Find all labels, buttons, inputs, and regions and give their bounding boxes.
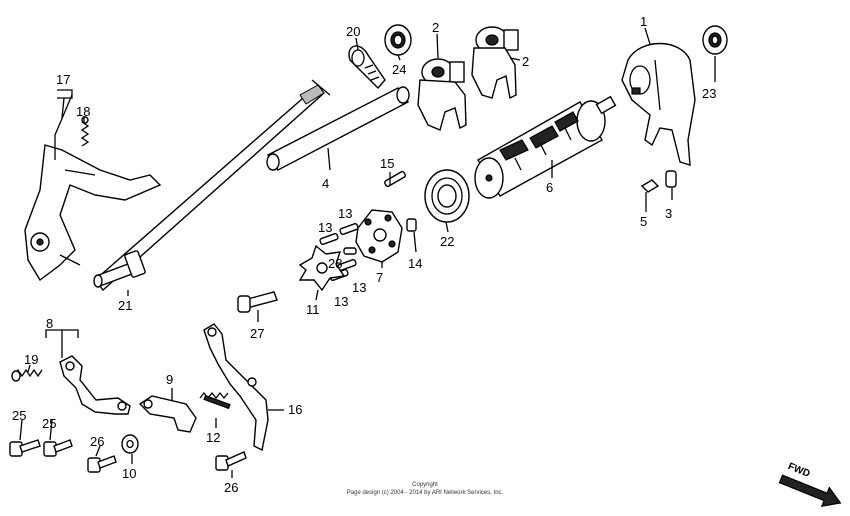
part-3-pin: [665, 170, 677, 188]
callout-22: 22: [440, 234, 454, 249]
callout-18: 18: [76, 104, 90, 119]
part-11-star-plate: [298, 244, 346, 292]
callout-7: 7: [376, 270, 383, 285]
callout-24: 24: [392, 62, 406, 77]
callout-10: 10: [122, 466, 136, 481]
part-6-shift-drum: [474, 95, 617, 199]
part-10-washer: [121, 434, 139, 454]
copyright-line-1: Copyright: [412, 482, 438, 488]
callout-26a: 26: [90, 434, 104, 449]
part-20-stopper: [348, 45, 386, 90]
callout-14: 14: [408, 256, 422, 271]
part-18-spring: [80, 116, 90, 147]
fwd-arrow-icon: [778, 474, 842, 507]
part-4-fork-shaft: [266, 86, 410, 171]
callout-2a: 2: [432, 20, 439, 35]
part-17-shift-spindle: [24, 79, 331, 292]
callout-2b: 2: [522, 54, 529, 69]
part-22-bearing: [424, 169, 470, 223]
callout-3: 3: [665, 206, 672, 221]
callout-28: 28: [328, 256, 342, 271]
copyright-notice: Copyright Page design (c) 2004 - 2014 by…: [347, 482, 504, 496]
callout-23: 23: [702, 86, 716, 101]
callout-1: 1: [640, 14, 647, 29]
callout-12: 12: [206, 430, 220, 445]
callout-21: 21: [118, 298, 132, 313]
part-16-shift-plate: [203, 323, 269, 452]
part-27-bolt: [237, 291, 278, 313]
callout-27: 27: [250, 326, 264, 341]
callout-19: 19: [24, 352, 38, 367]
part-14-pin: [406, 218, 417, 232]
part-23-bearing: [702, 25, 728, 55]
part-2-shift-fork-right: [471, 26, 519, 100]
callout-26b: 26: [224, 480, 238, 495]
part-5-clip: [640, 179, 660, 193]
part-1-shift-fork-large: [621, 42, 696, 166]
callout-20: 20: [346, 24, 360, 39]
part-2-shift-fork-left: [417, 58, 467, 131]
part-25-bolts: [9, 439, 73, 457]
copyright-line-2: Page design (c) 2004 - 2014 by ARI Netwo…: [347, 490, 504, 496]
part-12-spring: [199, 391, 231, 410]
callout-13b: 13: [338, 206, 352, 221]
callout-labels: 17 18 20 24 2 2 1 23 3 5 6 4 15 22 14 13…: [12, 14, 716, 495]
callout-16: 16: [288, 402, 302, 417]
callout-25a: 25: [12, 408, 26, 423]
callout-6: 6: [546, 180, 553, 195]
callout-5: 5: [640, 214, 647, 229]
part-26-bolts: [87, 451, 247, 473]
part-8-shift-arm: [59, 355, 131, 415]
callout-13a: 13: [318, 220, 332, 235]
callout-9: 9: [166, 372, 173, 387]
part-28-pin: [343, 247, 357, 255]
part-24-bearing: [384, 24, 412, 56]
fwd-label: FWD: [786, 461, 811, 480]
fwd-arrow: FWD: [778, 461, 842, 507]
callout-8: 8: [46, 316, 53, 331]
part-21-bolt: [93, 250, 146, 288]
callout-11: 11: [306, 302, 320, 317]
part-19-spring: [11, 368, 43, 382]
part-15-pin: [384, 170, 406, 188]
callout-13d: 13: [334, 294, 348, 309]
callout-25b: 25: [42, 416, 56, 431]
callout-4: 4: [322, 176, 329, 191]
callout-17: 17: [56, 72, 70, 87]
callout-13c: 13: [352, 280, 366, 295]
part-7-drum-center: [355, 209, 403, 263]
part-9-link: [138, 395, 197, 433]
leader-lines: [19, 27, 716, 478]
callout-15: 15: [380, 156, 394, 171]
